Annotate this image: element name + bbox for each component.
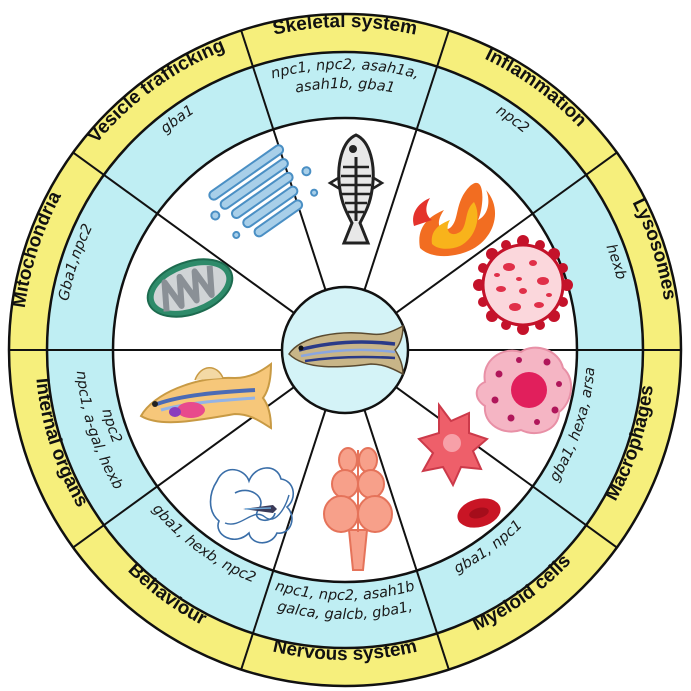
macrophage-icon [477,348,571,433]
lysosome-icon [473,235,573,335]
